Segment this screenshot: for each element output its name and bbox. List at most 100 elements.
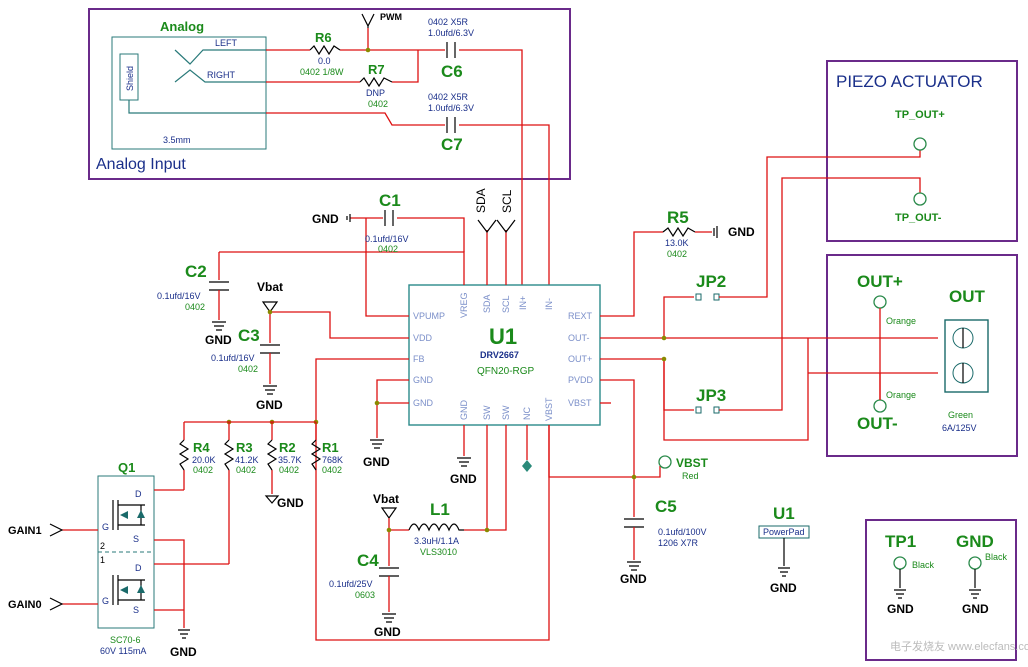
q2-arrow-icon <box>120 511 128 519</box>
c3-capacitor <box>260 344 280 354</box>
scl-label: SCL <box>500 189 514 213</box>
l1-value: 3.3uH/1.1A <box>414 536 459 546</box>
c4-gnd-icon <box>382 613 396 623</box>
powerpad-gnd-label: GND <box>770 581 797 595</box>
c4-capacitor <box>379 567 399 577</box>
terminal-rating: 6A/125V <box>942 423 977 433</box>
r7-wire <box>392 50 419 83</box>
pin-gnd-2: GND <box>413 398 434 408</box>
c3-ref: C3 <box>238 326 260 345</box>
c3-gnd-icon <box>263 385 277 395</box>
analog-jack-title: Analog <box>160 19 204 34</box>
out-minus-wire <box>600 337 881 400</box>
vreg-wire <box>365 218 465 285</box>
q1-pin-d2: D <box>135 489 142 499</box>
c2-value: 0.1ufd/16V <box>157 291 201 301</box>
r7-value: DNP <box>366 88 385 98</box>
jp2-ref: JP2 <box>696 272 726 291</box>
r5-gnd-icon <box>713 226 718 238</box>
c4-ref: C4 <box>357 551 379 570</box>
jack-shield-wire <box>128 100 266 114</box>
r5-ref: R5 <box>667 208 689 227</box>
q1-arrow-icon <box>120 586 128 594</box>
c5-value: 0.1ufd/100V <box>658 527 707 537</box>
gnd-tp-gnd-icon <box>969 569 981 599</box>
c6-to-inp-wire <box>459 49 523 285</box>
u1-pkg: QFN20-RGP <box>477 366 535 377</box>
q1-pin-g2: G <box>102 522 109 532</box>
q1-gnd-label: GND <box>170 645 197 659</box>
chip-gnd-label: GND <box>363 455 390 469</box>
jp3-to-tpout-wire <box>719 177 921 411</box>
l1-ref: L1 <box>430 500 450 519</box>
r1-ref: R1 <box>322 440 339 455</box>
pin-sw-1: SW <box>482 405 492 420</box>
pwm-label: PWM <box>380 12 402 22</box>
c7-pkg: 0402 X5R <box>428 92 469 102</box>
c5-gnd-label: GND <box>620 572 647 586</box>
piezo-title: PIEZO ACTUATOR <box>836 72 983 91</box>
out-wire-high <box>879 320 938 339</box>
jack-right-contact <box>174 69 266 83</box>
green-label: Green <box>948 410 973 420</box>
vbat2-label: Vbat <box>373 492 399 506</box>
gnd-tp-label: GND <box>956 532 994 551</box>
l1-left-wire <box>388 518 409 531</box>
c3-gnd-label: GND <box>256 398 283 412</box>
chip-gnd-icon <box>370 439 384 449</box>
pin-out-minus: OUT- <box>568 333 590 343</box>
r3-value: 41.2K <box>235 455 259 465</box>
vbat2-arrow-icon <box>380 507 398 520</box>
junction-dot <box>267 309 273 315</box>
r1-value: 768K <box>322 455 343 465</box>
shield-to-c7-wire <box>266 112 445 126</box>
r7-ref: R7 <box>368 62 385 77</box>
pin-out-plus: OUT+ <box>568 354 592 364</box>
out-pos-testpoint-icon <box>873 295 887 309</box>
c1-value: 0.1ufd/16V <box>365 234 409 244</box>
r5-gnd-label: GND <box>728 225 755 239</box>
r3-resistor <box>223 439 235 471</box>
vbst-testpoint-icon <box>658 455 672 469</box>
sw-wire <box>464 425 507 531</box>
piezo-actuator-box <box>826 60 1018 242</box>
r4-resistor <box>178 439 190 471</box>
c1-pkg: 0402 <box>378 244 398 254</box>
q1-pin-g1: G <box>102 596 109 606</box>
pin-sw-2: SW <box>501 405 511 420</box>
r1-resistor <box>310 439 322 471</box>
c1-ref: C1 <box>379 191 401 210</box>
pvdd-wire <box>600 379 635 477</box>
right-label: RIGHT <box>207 70 236 80</box>
out-pos-label: OUT+ <box>857 272 903 291</box>
junction-dot <box>631 474 637 480</box>
jp2-pad-b <box>713 293 720 301</box>
u1-chip-body <box>408 284 601 426</box>
r5-pkg: 0402 <box>667 249 687 259</box>
c4-value: 0.1ufd/25V <box>329 579 373 589</box>
fb-wire <box>315 358 550 641</box>
out-neg-testpoint-icon <box>873 399 887 413</box>
vbst-tp-color: Red <box>682 471 699 481</box>
c3-pkg: 0402 <box>238 364 258 374</box>
pin-vbst-bottom: VBST <box>544 397 554 421</box>
r5-resistor <box>662 226 696 238</box>
pwm-connector-icon <box>361 13 375 28</box>
r6-value: 0.0 <box>318 56 331 66</box>
c5-gnd-icon <box>627 561 641 571</box>
gnd-pins-wire <box>376 379 409 404</box>
pin-fb: FB <box>413 354 425 364</box>
sda-connector-icon <box>477 219 497 233</box>
c1-right-wire <box>397 217 465 252</box>
r2-gnd-label: GND <box>277 496 304 510</box>
c1-gnd-label: GND <box>312 212 339 226</box>
orange-label-2: Orange <box>886 390 916 400</box>
q1-rating: 60V 115mA <box>100 646 146 656</box>
c2-capacitor <box>209 281 229 291</box>
r3-ref: R3 <box>236 440 253 455</box>
u1-ref: U1 <box>489 324 517 349</box>
powerpad-gnd-icon <box>778 538 790 577</box>
tp1-testpoint-icon <box>893 556 907 570</box>
tp-out-pos-icon <box>913 137 927 151</box>
